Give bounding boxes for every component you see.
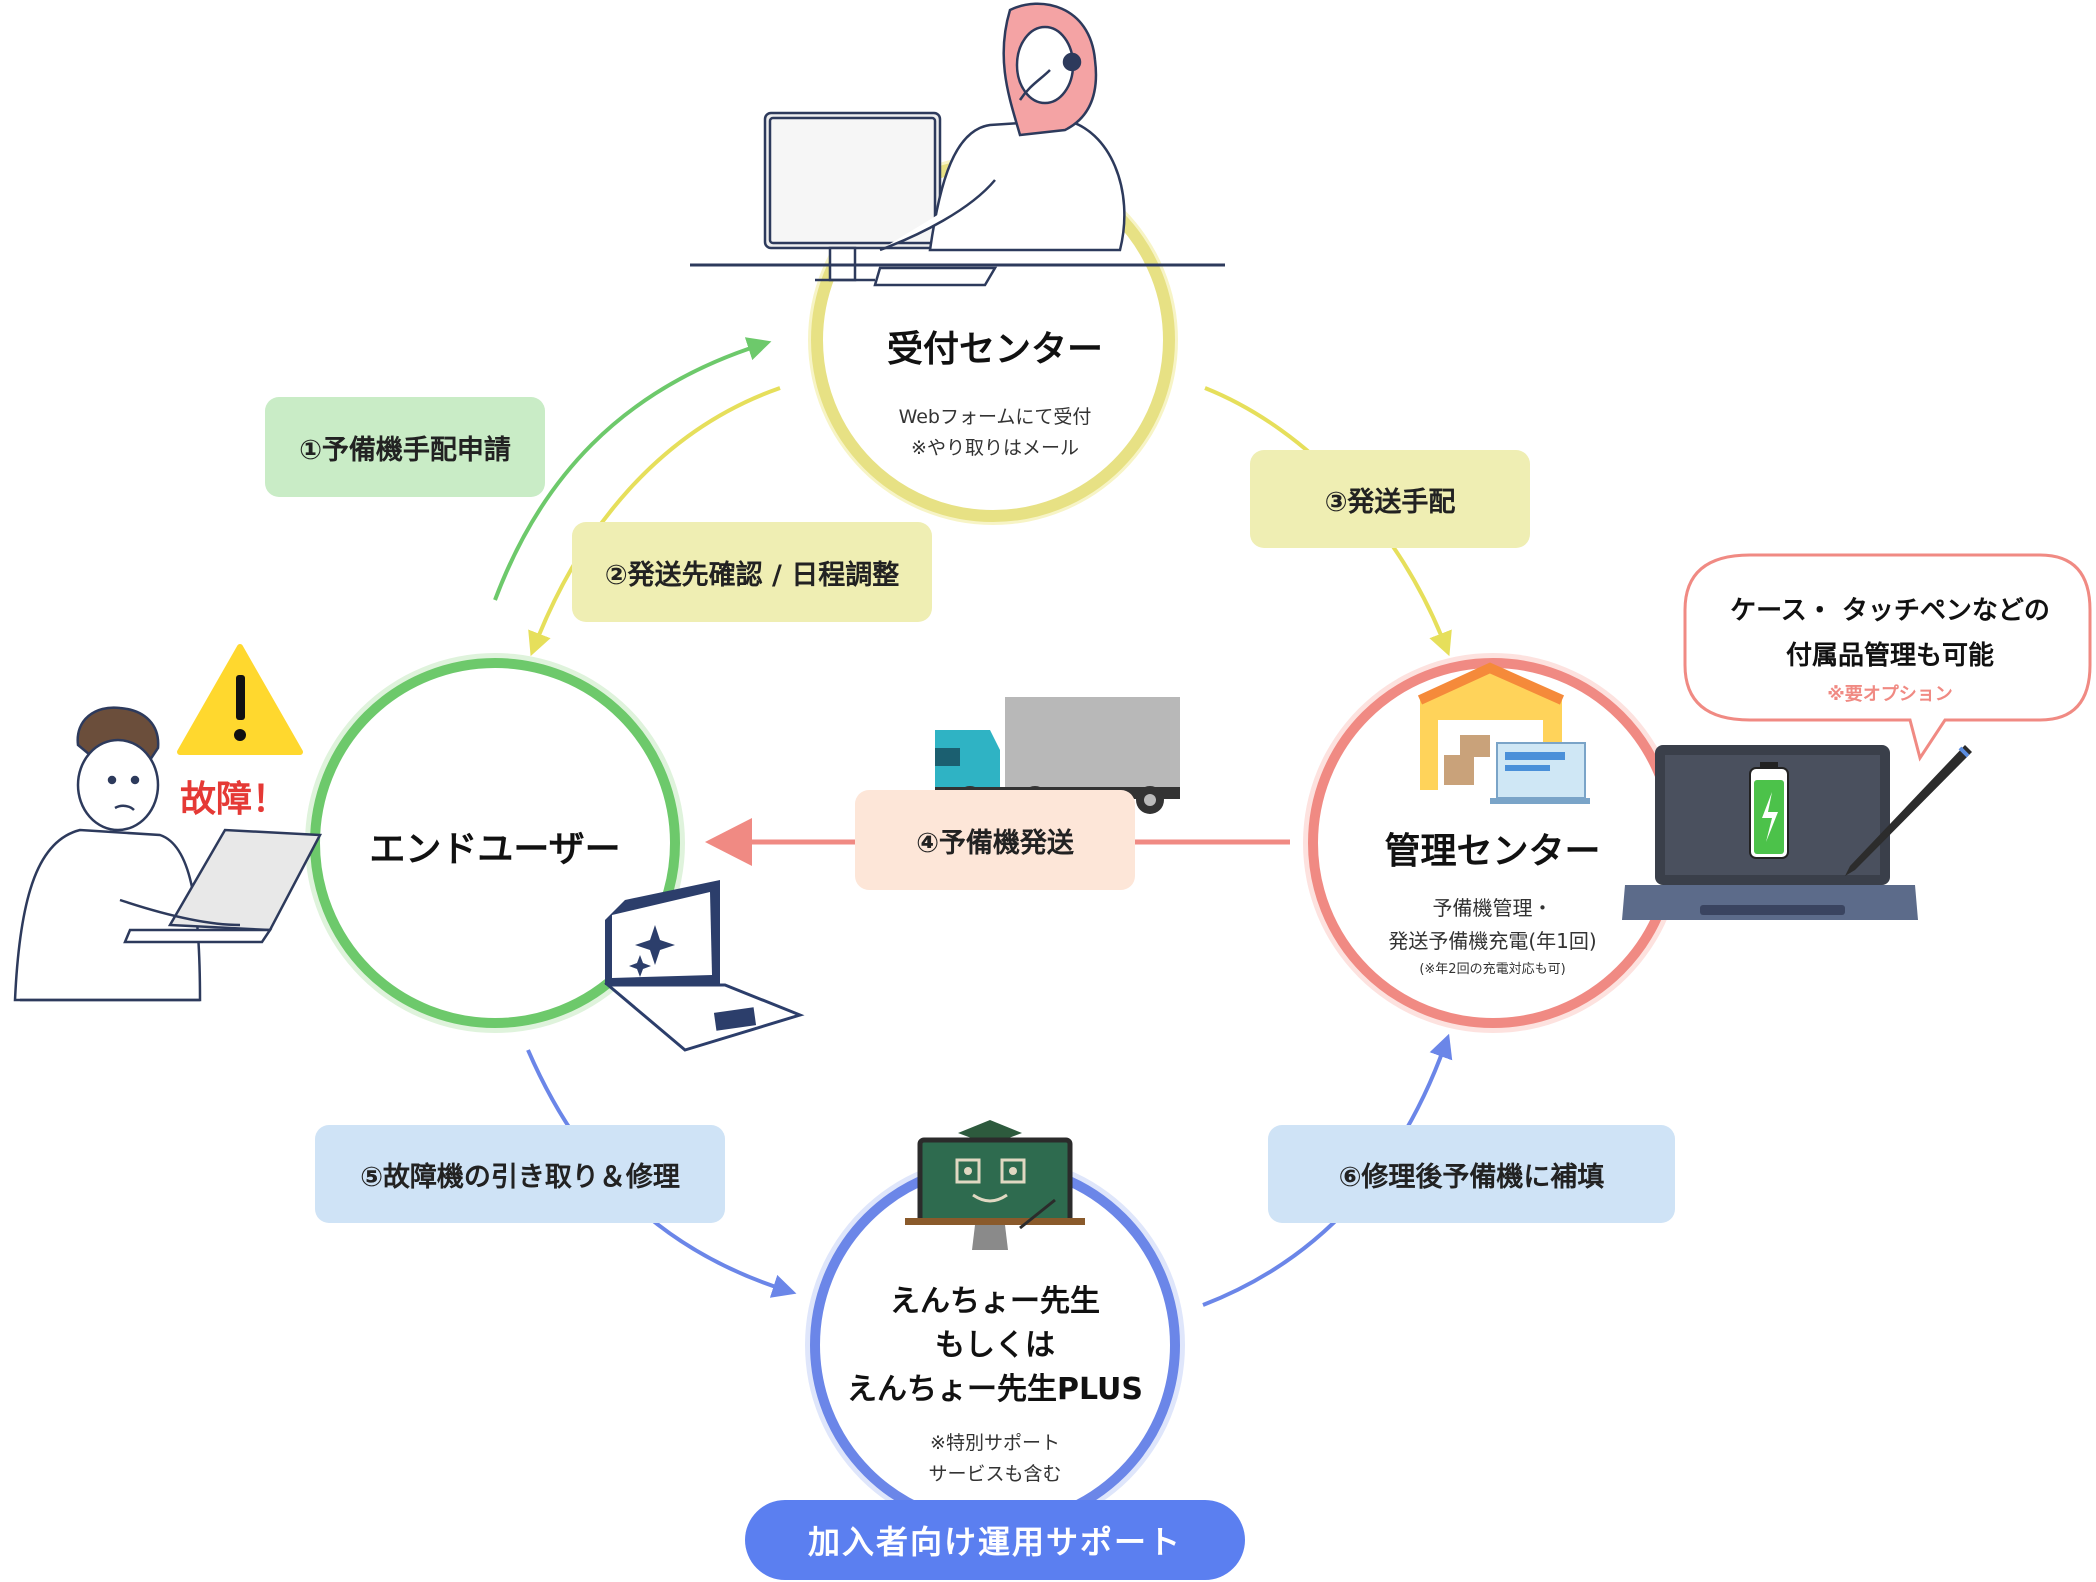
failure-label: 故障！: [180, 779, 289, 820]
end-user-center: エンドユーザー: [330, 820, 660, 872]
support-badge: 加入者向け運用サポート: [745, 1500, 1245, 1580]
management-note: (※年2回の充電対応も可): [1419, 962, 1566, 977]
enchou-line-1: ※特別サポート: [930, 1432, 1060, 1454]
bubble-note: ※要オプション: [1827, 684, 1953, 705]
enchou-line-2: サービスも含む: [928, 1463, 1062, 1485]
management-line-2: 発送予備機充電(年1回): [1388, 929, 1597, 953]
bubble-line-1: ケース・ タッチペンなどの: [1730, 596, 2050, 626]
end-user-title: エンドユーザー: [369, 829, 621, 870]
end-user-circle: [305, 653, 685, 1033]
battery-laptop-icon: [1622, 745, 1918, 920]
enchou-title-2: もしくは: [935, 1328, 1055, 1363]
warning-icon: [177, 644, 303, 755]
chalkboard-character-icon: [905, 1120, 1085, 1250]
step-3-label: ③発送手配: [1250, 450, 1530, 548]
step-6-label: ⑥修理後予備機に補填: [1268, 1125, 1675, 1223]
speech-bubble-shape: [1683, 553, 2092, 762]
step-4-label: ④予備機発送: [855, 790, 1135, 890]
arrow-step4-head: [705, 818, 752, 866]
enchou-center: えんちょー先生 もしくは えんちょー先生PLUS ※特別サポート サービスも含む: [830, 1280, 1160, 1486]
step-2-label: ②発送先確認 / 日程調整: [572, 522, 932, 622]
operator-illustration: [690, 2, 1225, 287]
bubble-text: ケース・ タッチペンなどの 付属品管理も可能 ※要オプション: [1690, 590, 2090, 706]
enchou-circle: [805, 1155, 1185, 1535]
warehouse-icon: [1417, 662, 1590, 804]
enchou-title-3: えんちょー先生PLUS: [846, 1372, 1143, 1407]
arrow-step1: [493, 337, 772, 601]
reception-line-1: Webフォームにて受付: [898, 406, 1092, 428]
arrow-step2: [528, 386, 781, 657]
step-1-label: ①予備機手配申請: [265, 397, 545, 497]
reception-center: 受付センター Webフォームにて受付 ※やり取りはメール: [820, 320, 1170, 460]
reception-title: 受付センター: [886, 329, 1103, 370]
bubble-line-2: 付属品管理も可能: [1785, 641, 1994, 671]
reception-line-2: ※やり取りはメール: [911, 437, 1079, 459]
management-center: 管理センター 予備機管理・ 発送予備機充電(年1回) (※年2回の充電対応も可): [1320, 822, 1665, 977]
end-user-illustration: [13, 706, 323, 1002]
management-title: 管理センター: [1384, 831, 1601, 872]
enchou-title-1: えんちょー先生: [890, 1284, 1100, 1319]
step-5-label: ⑤故障機の引き取り＆修理: [315, 1125, 725, 1223]
stylus-pen-icon: [1845, 745, 1972, 876]
management-line-1: 予備機管理・: [1432, 896, 1553, 920]
sparkle-laptop-icon: [603, 880, 805, 1052]
